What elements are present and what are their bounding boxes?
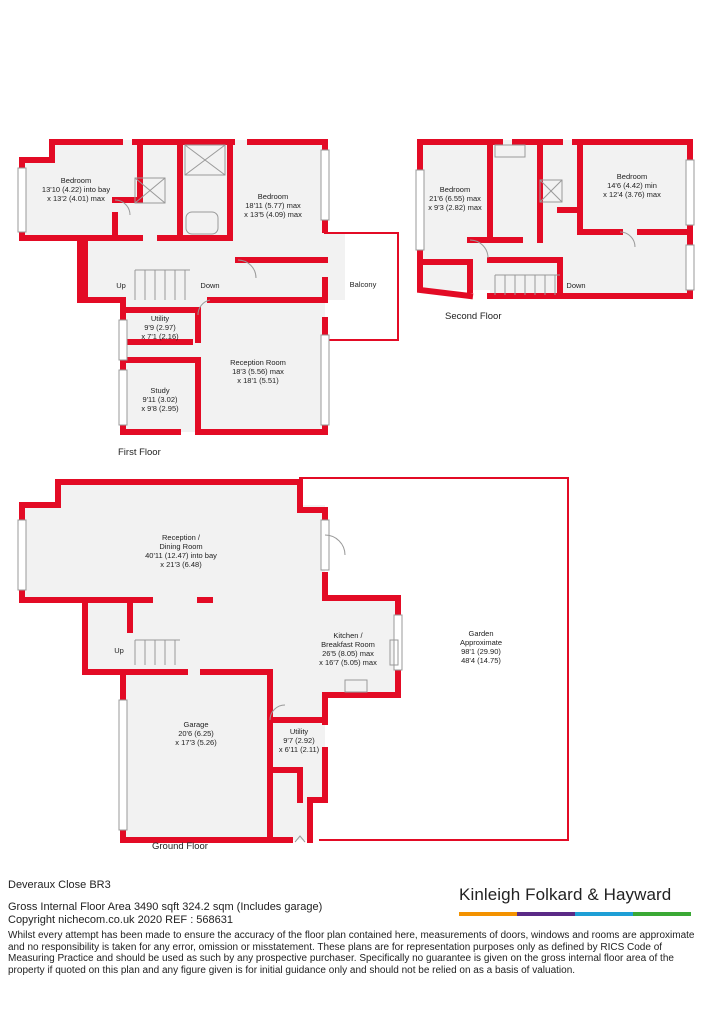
walls (19, 139, 693, 843)
room-dimensions: x 18'1 (5.51) (237, 376, 279, 385)
room-name: Bedroom (61, 176, 91, 185)
gross-internal-area: Gross Internal Floor Area 3490 sqft 324.… (8, 901, 323, 913)
room-name: Reception Room (230, 358, 286, 367)
room-dimensions: 26'5 (8.05) max (322, 649, 374, 658)
room-dimensions: x 6'11 (2.11) (279, 745, 320, 754)
room-name: Study (150, 386, 169, 395)
room-dimensions: 21'6 (6.55) max (429, 194, 481, 203)
room-dimensions: 9'11 (3.02) (142, 395, 178, 404)
room-name: Dining Room (159, 542, 202, 551)
room-dimensions: x 7'1 (2.16) (141, 332, 179, 341)
room-dimensions: 20'6 (6.25) (178, 729, 214, 738)
garden-dimensions: 98'1 (29.90) (461, 647, 501, 656)
brand-bar-segment (459, 912, 517, 916)
room-dimensions: 13'10 (4.22) into bay (42, 185, 110, 194)
first-floor-labels: Bedroom 13'10 (4.22) into bay x 13'2 (4.… (42, 176, 377, 413)
room-name: Utility (151, 314, 170, 323)
brand-bar-segment (517, 912, 575, 916)
room-name: Bedroom (617, 172, 647, 181)
fixtures (114, 144, 636, 843)
room-name: Garage (183, 720, 208, 729)
room-name: Bedroom (258, 192, 288, 201)
room-dimensions: 9'9 (2.97) (144, 323, 176, 332)
agency-name: Kinleigh Folkard & Hayward (459, 885, 672, 904)
room-dimensions: x 13'5 (4.09) max (244, 210, 302, 219)
floor-plan-drawing: Bedroom 13'10 (4.22) into bay x 13'2 (4.… (17, 139, 695, 852)
balcony-label: Balcony (350, 280, 377, 289)
room-dimensions: x 9'8 (2.95) (141, 404, 179, 413)
ground-floor-labels: Reception / Dining Room 40'11 (12.47) in… (114, 533, 502, 754)
room-dimensions: 18'11 (5.77) max (245, 201, 301, 210)
stairs-down-label: Down (566, 281, 585, 290)
brand-bar-segment (575, 912, 633, 916)
garden-dimensions: 48'4 (14.75) (461, 656, 501, 665)
room-dimensions: x 12'4 (3.76) max (603, 190, 661, 199)
stairs-up-label: Up (116, 281, 126, 290)
room-name: Reception / (162, 533, 201, 542)
room-dimensions: 40'11 (12.47) into bay (145, 551, 217, 560)
first-floor-title: First Floor (118, 447, 161, 458)
first-floor-outer-wall (19, 139, 328, 435)
second-floor-labels: Bedroom 21'6 (6.55) max x 9'3 (2.82) max… (428, 172, 661, 290)
first-floor-internal-walls (82, 139, 328, 435)
agency-color-bar (459, 912, 691, 916)
garden-label: Approximate (460, 638, 502, 647)
room-dimensions: 9'7 (2.92) (283, 736, 315, 745)
balcony-outline (324, 232, 399, 341)
garden-label: Garden (468, 629, 493, 638)
copyright-notice: Copyright nichecom.co.uk 2020 REF : 5686… (8, 914, 234, 926)
room-dimensions: x 9'3 (2.82) max (428, 203, 482, 212)
room-name: Utility (290, 727, 309, 736)
room-name: Kitchen / (333, 631, 363, 640)
room-name: Breakfast Room (321, 640, 375, 649)
room-name: Bedroom (440, 185, 470, 194)
brand-bar-segment (633, 912, 691, 916)
room-dimensions: x 16'7 (5.05) max (319, 658, 377, 667)
disclaimer-text: Whilst every attempt has been made to en… (8, 930, 695, 976)
second-floor-title: Second Floor (445, 311, 502, 322)
stairs-up-label: Up (114, 646, 124, 655)
ground-floor-internal-walls (82, 597, 328, 843)
garden-boundary (299, 477, 569, 841)
room-dimensions: x 17'3 (5.26) (175, 738, 217, 747)
room-dimensions: 18'3 (5.56) max (232, 367, 284, 376)
property-address: Deveraux Close BR3 (8, 879, 111, 891)
stairs-down-label: Down (200, 281, 219, 290)
agency-logo: Kinleigh Folkard & Hayward (459, 885, 694, 916)
ground-floor-title: Ground Floor (152, 841, 208, 852)
room-dimensions: x 13'2 (4.01) max (47, 194, 105, 203)
room-dimensions: x 21'3 (6.48) (160, 560, 202, 569)
room-dimensions: 14'6 (4.42) min (607, 181, 657, 190)
